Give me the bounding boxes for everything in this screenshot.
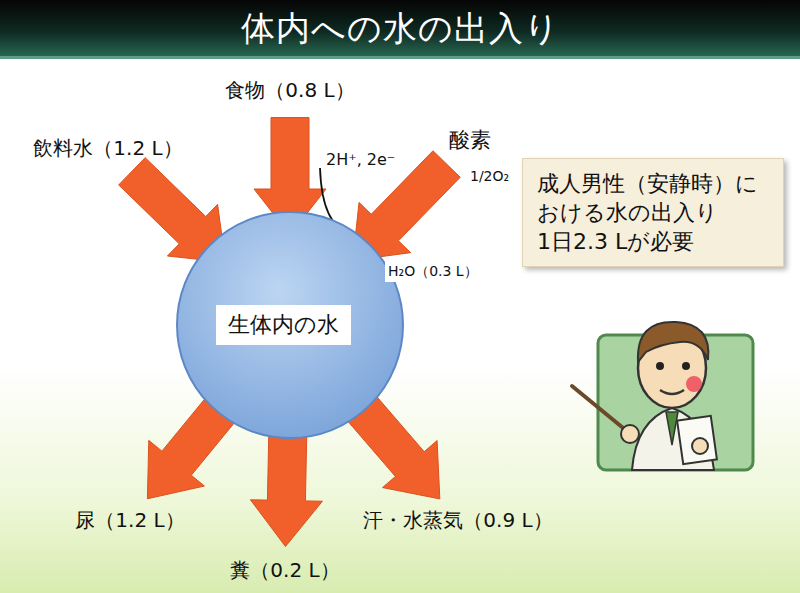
chem-label: 1/2O₂ — [470, 168, 509, 184]
note-box: 成人男性（安静時）に おける水の出入り 1日2.3 Lが必要 — [522, 158, 784, 267]
flow-label: 尿（1.2 L） — [75, 508, 184, 532]
output-label: 汗・水蒸気（0.9 L） — [363, 507, 552, 534]
body-water-circle: 生体内の水 — [175, 210, 405, 440]
chem-label: 2H⁺, 2e⁻ — [326, 150, 395, 169]
flow-label: 汗・水蒸気（0.9 L） — [363, 508, 552, 532]
input-label: 食物（0.8 L） — [225, 77, 354, 104]
chem-label: H₂O（0.3 L） — [385, 262, 481, 282]
flow-label: 飲料水（1.2 L） — [33, 136, 182, 160]
note-text: 成人男性（安静時）に おける水の出入り 1日2.3 Lが必要 — [537, 169, 769, 256]
title-rule — [0, 56, 800, 59]
flow-label: 酸素 — [449, 128, 491, 152]
flow-label: 糞（0.2 L） — [230, 558, 339, 582]
output-label: 尿（1.2 L） — [75, 507, 184, 534]
title-bar: 体内への水の出入り — [0, 0, 800, 58]
input-label: 酸素 — [449, 126, 491, 154]
output-label: 糞（0.2 L） — [230, 557, 339, 584]
flow-label: 食物（0.8 L） — [225, 78, 354, 102]
circle-label: 生体内の水 — [216, 305, 351, 345]
input-label: 飲料水（1.2 L） — [33, 135, 182, 162]
title-band — [0, 0, 800, 58]
teacher-illustration — [572, 322, 753, 470]
title-text: 体内への水の出入り — [241, 6, 560, 52]
